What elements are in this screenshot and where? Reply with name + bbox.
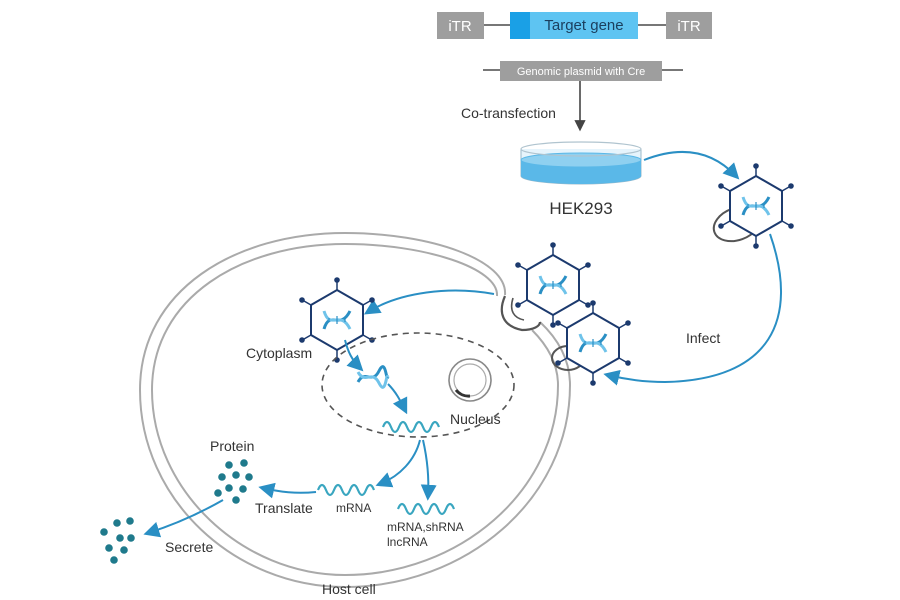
endocytosis-pocket	[500, 295, 542, 332]
helper-plasmid: Genomic plasmid with Cre	[483, 61, 683, 81]
nuclear-entry-arrow	[387, 383, 408, 415]
mrna-label: mRNA	[336, 501, 371, 515]
export-arrow	[375, 439, 421, 488]
aav-virus-icon	[553, 298, 633, 388]
mrna-wave	[316, 483, 376, 497]
petri-dish-icon	[520, 141, 642, 185]
cytoplasm-label: Cytoplasm	[246, 345, 312, 361]
itr-right-label: iTR	[677, 18, 700, 35]
rna-products-label-line1: mRNA,shRNA	[387, 520, 464, 534]
infect-arrow	[603, 233, 783, 386]
dna-helix-icon	[356, 365, 390, 389]
release-arrow	[643, 150, 740, 180]
rna-products-wave	[396, 502, 456, 516]
host-cell-label: Host cell	[322, 581, 376, 597]
nucleolus-icon	[448, 358, 492, 402]
nucleus-label: Nucleus	[450, 411, 501, 427]
host-cell-membrane	[138, 231, 572, 589]
endocytosis-pocket-inner	[510, 297, 525, 321]
aav-virus-icon	[716, 161, 796, 251]
uncoating-arrow	[344, 339, 364, 372]
virus-entering	[551, 298, 633, 388]
nucleus-envelope	[321, 332, 515, 438]
target-gene-label: Target gene	[544, 17, 623, 34]
secreted-protein-icon	[100, 517, 135, 564]
itr-left-label: iTR	[448, 18, 471, 35]
translate-arrow	[258, 482, 317, 499]
secrete-label: Secrete	[165, 539, 213, 555]
aav-virus-icon	[513, 240, 593, 330]
virus-released	[712, 161, 796, 251]
hek293-label: HEK293	[549, 199, 612, 218]
rna-products-label-line2: lncRNA	[387, 535, 428, 549]
transcript-wave	[381, 420, 441, 434]
target-gene-box: Target gene	[510, 12, 638, 39]
rna-products-arrow	[420, 439, 437, 501]
protein-dots-icon	[214, 459, 253, 504]
secrete-arrow	[143, 499, 224, 538]
co-transfection-label: Co-transfection	[461, 105, 556, 121]
entry-arrow	[363, 289, 495, 315]
itr-right-box: iTR	[666, 12, 712, 39]
infect-label: Infect	[686, 330, 720, 346]
helper-plasmid-label: Genomic plasmid with Cre	[517, 66, 645, 78]
itr-left-box: iTR	[437, 12, 484, 39]
protein-label: Protein	[210, 438, 254, 454]
translate-label: Translate	[255, 500, 313, 516]
